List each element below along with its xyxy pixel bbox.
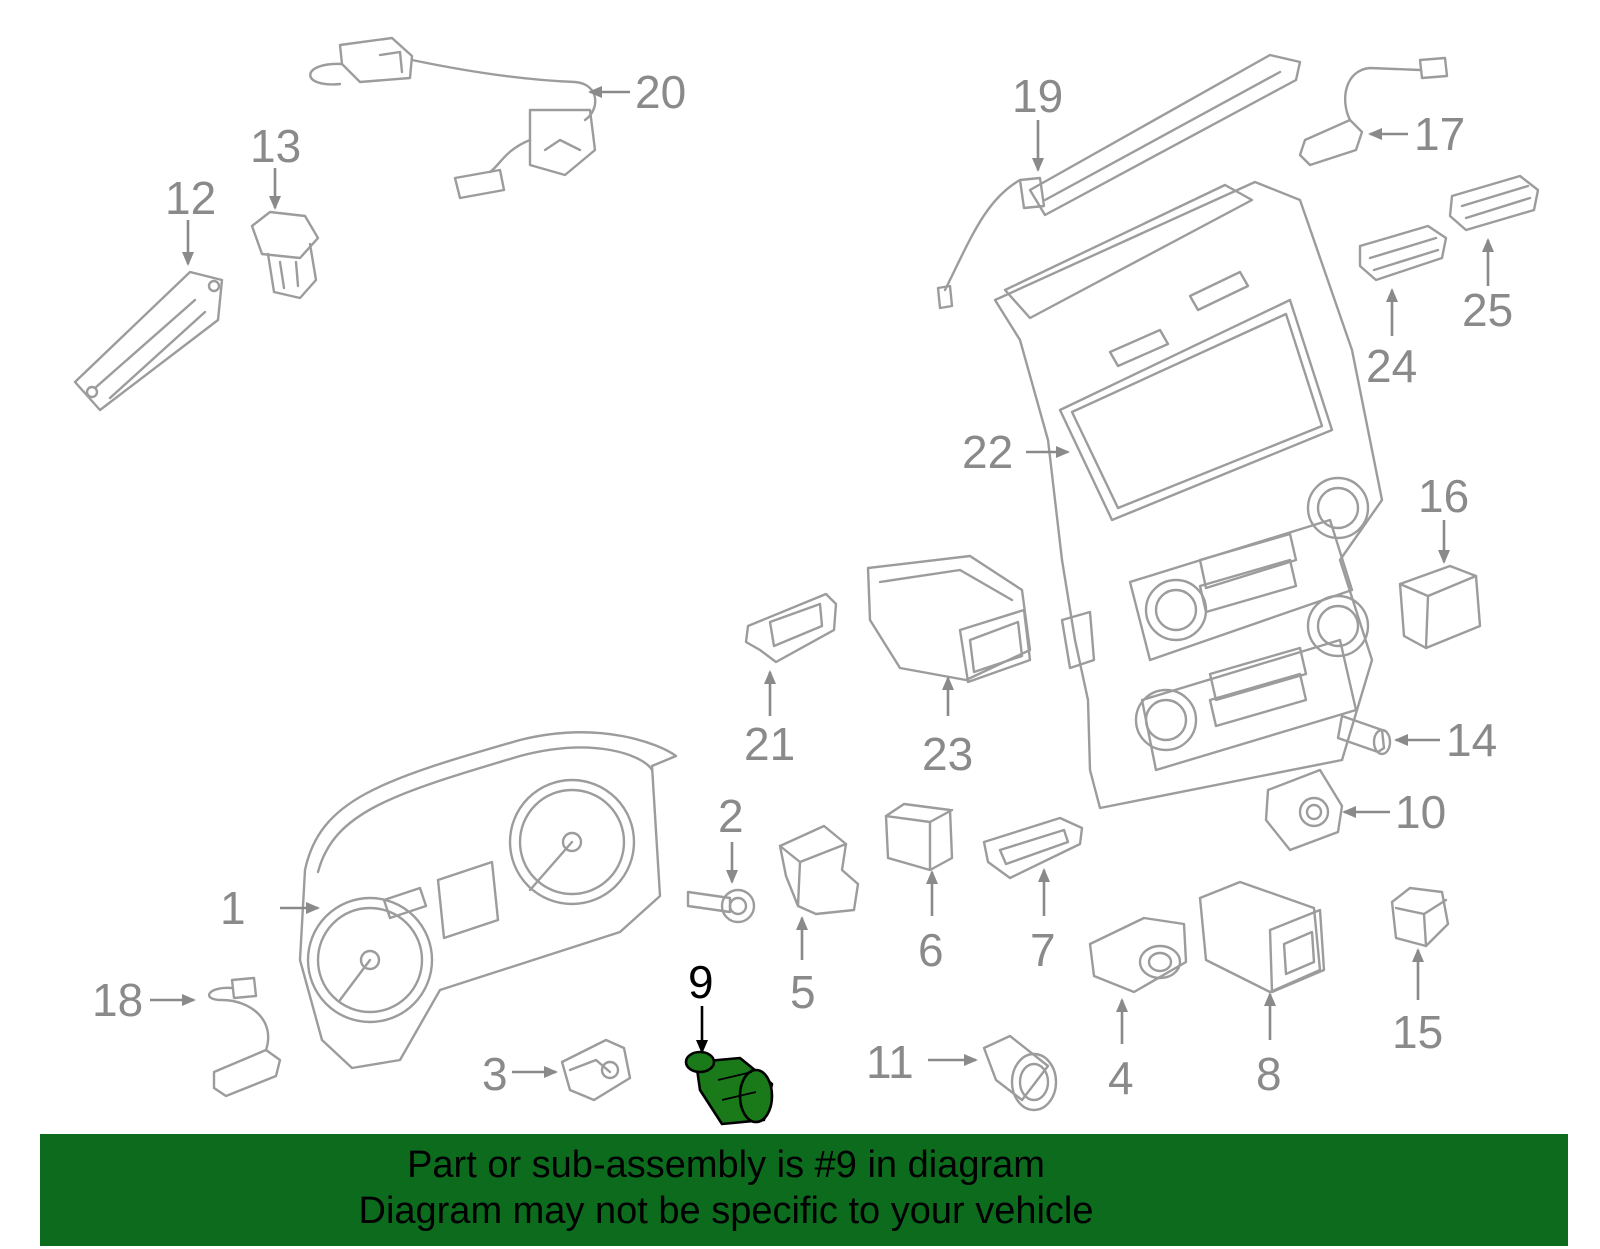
callout-17: 17 [1414, 108, 1465, 160]
callout-3: 3 [482, 1048, 508, 1100]
callout-10: 10 [1395, 786, 1446, 838]
part-3-clip [560, 1038, 632, 1102]
callout-1: 1 [220, 882, 246, 934]
callout-8: 8 [1256, 1048, 1282, 1100]
part-16-switch [1398, 564, 1482, 650]
callout-2: 2 [718, 790, 744, 842]
callout-23: 23 [922, 728, 973, 780]
callout-18: 18 [92, 974, 143, 1026]
part-23-module [866, 554, 1032, 684]
callout-11: 11 [866, 1036, 914, 1088]
info-banner: Part or sub-assembly is #9 in diagram Di… [40, 1134, 1568, 1246]
part-5-bracket [778, 824, 860, 916]
banner-line-2: Diagram may not be specific to your vehi… [358, 1190, 1094, 1232]
callout-9: 9 [688, 956, 714, 1008]
callout-20: 20 [635, 66, 686, 118]
part-19-sensor-strip [936, 53, 1302, 310]
part-21-bracket [744, 592, 838, 664]
part-8-housing [1198, 880, 1326, 994]
callout-15: 15 [1392, 1006, 1443, 1058]
part-6-switch [884, 802, 954, 872]
part-13-switch [250, 210, 320, 300]
callout-24: 24 [1366, 340, 1417, 392]
part-1-instrument-cluster [298, 731, 678, 1070]
callout-25: 25 [1462, 284, 1513, 336]
part-18-sensor-harness [207, 976, 282, 1098]
part-25-switch [1448, 174, 1540, 232]
part-24-switch [1358, 224, 1448, 282]
callout-22: 22 [962, 426, 1013, 478]
part-14-pin [1336, 714, 1392, 756]
callout-13: 13 [250, 120, 301, 172]
callout-6: 6 [918, 924, 944, 976]
callout-16: 16 [1418, 470, 1469, 522]
part-12-trim-panel [73, 270, 224, 412]
part-9-highlighted-knob[interactable] [684, 1050, 774, 1126]
part-4-switch [1088, 916, 1188, 994]
part-15-cap [1390, 886, 1450, 948]
part-10-outlet [1264, 768, 1344, 852]
callout-21: 21 [744, 718, 795, 770]
banner-line-1: Part or sub-assembly is #9 in diagram [407, 1144, 1045, 1186]
callout-5: 5 [790, 966, 816, 1018]
part-7-bracket [982, 816, 1084, 880]
part-2-bolt [686, 888, 756, 924]
callout-12: 12 [165, 172, 216, 224]
callout-14: 14 [1446, 714, 1497, 766]
part-17-sensor-harness [1298, 56, 1449, 167]
part-22-center-bezel [993, 180, 1384, 810]
callout-7: 7 [1030, 924, 1056, 976]
callout-4: 4 [1108, 1052, 1134, 1104]
part-20-wiring-harness [309, 36, 597, 200]
part-11-lighter [982, 1034, 1058, 1112]
callout-19: 19 [1012, 70, 1063, 122]
